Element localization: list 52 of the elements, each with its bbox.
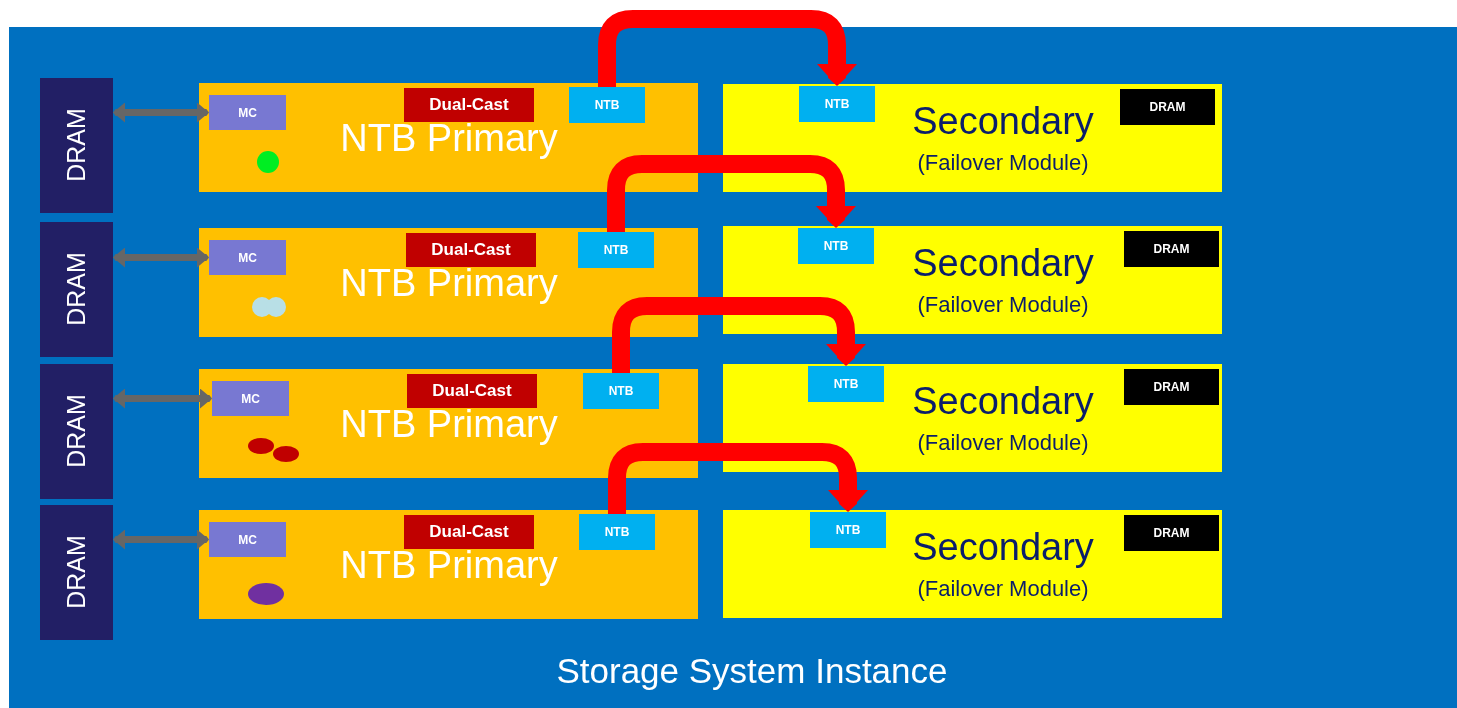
dram-module xyxy=(40,78,113,213)
ntb-port: NTB xyxy=(810,512,886,548)
dual-cast-block: Dual-Cast xyxy=(407,374,537,408)
dram-block: DRAM xyxy=(1124,231,1219,267)
secondary-module xyxy=(723,364,1222,472)
dram-label: DRAM xyxy=(61,394,91,468)
secondary-module xyxy=(723,226,1222,334)
module-title: Secondary xyxy=(911,242,1095,285)
dual-cast-block: Dual-Cast xyxy=(404,88,534,122)
system-panel xyxy=(9,27,1457,708)
ntb-port: NTB xyxy=(583,373,659,409)
secondary-module xyxy=(723,510,1222,618)
module-title: Secondary xyxy=(911,100,1095,143)
ntb-port: NTB xyxy=(799,86,875,122)
dual-cast-block: Dual-Cast xyxy=(404,515,534,549)
secondary-module xyxy=(723,84,1222,192)
dram-module xyxy=(40,364,113,499)
transfer-arrow xyxy=(608,443,868,514)
primary-module xyxy=(199,228,698,337)
controller-block: MC xyxy=(209,240,286,275)
controller-block: MC xyxy=(209,95,286,130)
dram-block: DRAM xyxy=(1124,515,1219,551)
module-subtitle: (Failover Module) xyxy=(916,292,1090,318)
module-subtitle: (Failover Module) xyxy=(916,430,1090,456)
dram-module xyxy=(40,222,113,357)
transfer-arrow xyxy=(612,297,866,373)
ntb-port: NTB xyxy=(798,228,874,264)
primary-module xyxy=(199,369,698,478)
primary-module xyxy=(199,83,698,192)
dram-block: DRAM xyxy=(1120,89,1215,125)
ntb-port: NTB xyxy=(579,514,655,550)
double-arrow xyxy=(113,247,209,268)
controller-block: MC xyxy=(209,522,286,557)
dram-block: DRAM xyxy=(1124,369,1219,405)
controller-block: MC xyxy=(212,381,289,416)
double-arrow xyxy=(113,529,209,550)
transfer-arrow xyxy=(607,155,856,232)
dram-module xyxy=(40,505,113,640)
ntb-port: NTB xyxy=(569,87,645,123)
system-label: Storage System Instance xyxy=(555,651,949,691)
double-arrow xyxy=(113,388,212,409)
dram-label: DRAM xyxy=(61,535,91,609)
ntb-port: NTB xyxy=(578,232,654,268)
module-subtitle: (Failover Module) xyxy=(916,576,1090,602)
dram-label: DRAM xyxy=(61,108,91,182)
transfer-arrow xyxy=(598,10,857,87)
dual-cast-block: Dual-Cast xyxy=(406,233,536,267)
ntb-port: NTB xyxy=(808,366,884,402)
dram-label: DRAM xyxy=(61,252,91,326)
primary-module xyxy=(199,510,698,619)
double-arrow xyxy=(113,102,209,123)
module-subtitle: (Failover Module) xyxy=(916,150,1090,176)
